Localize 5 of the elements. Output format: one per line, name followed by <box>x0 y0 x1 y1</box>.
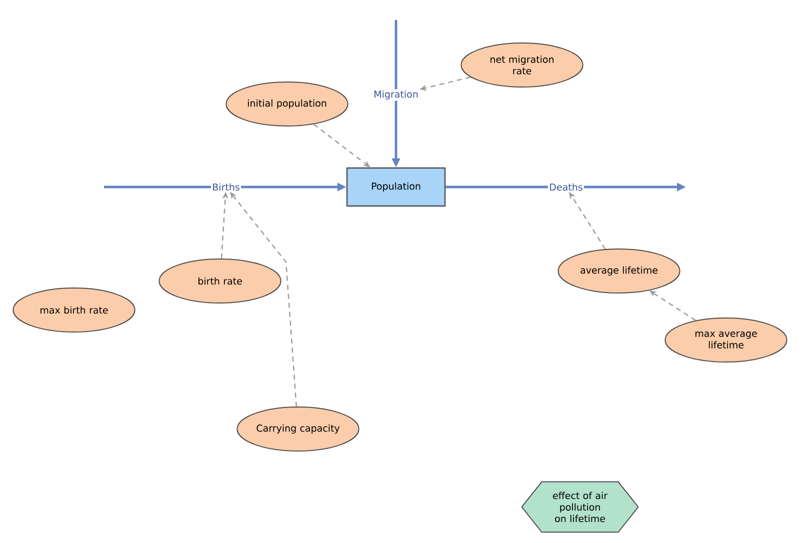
flow-label: Births <box>211 182 241 192</box>
constant-hexagon: effect of air pollution on lifetime <box>521 481 639 533</box>
flow-label: Deaths <box>548 182 584 192</box>
stock-box: Population <box>346 167 446 207</box>
flow-label: Migration <box>372 89 420 101</box>
